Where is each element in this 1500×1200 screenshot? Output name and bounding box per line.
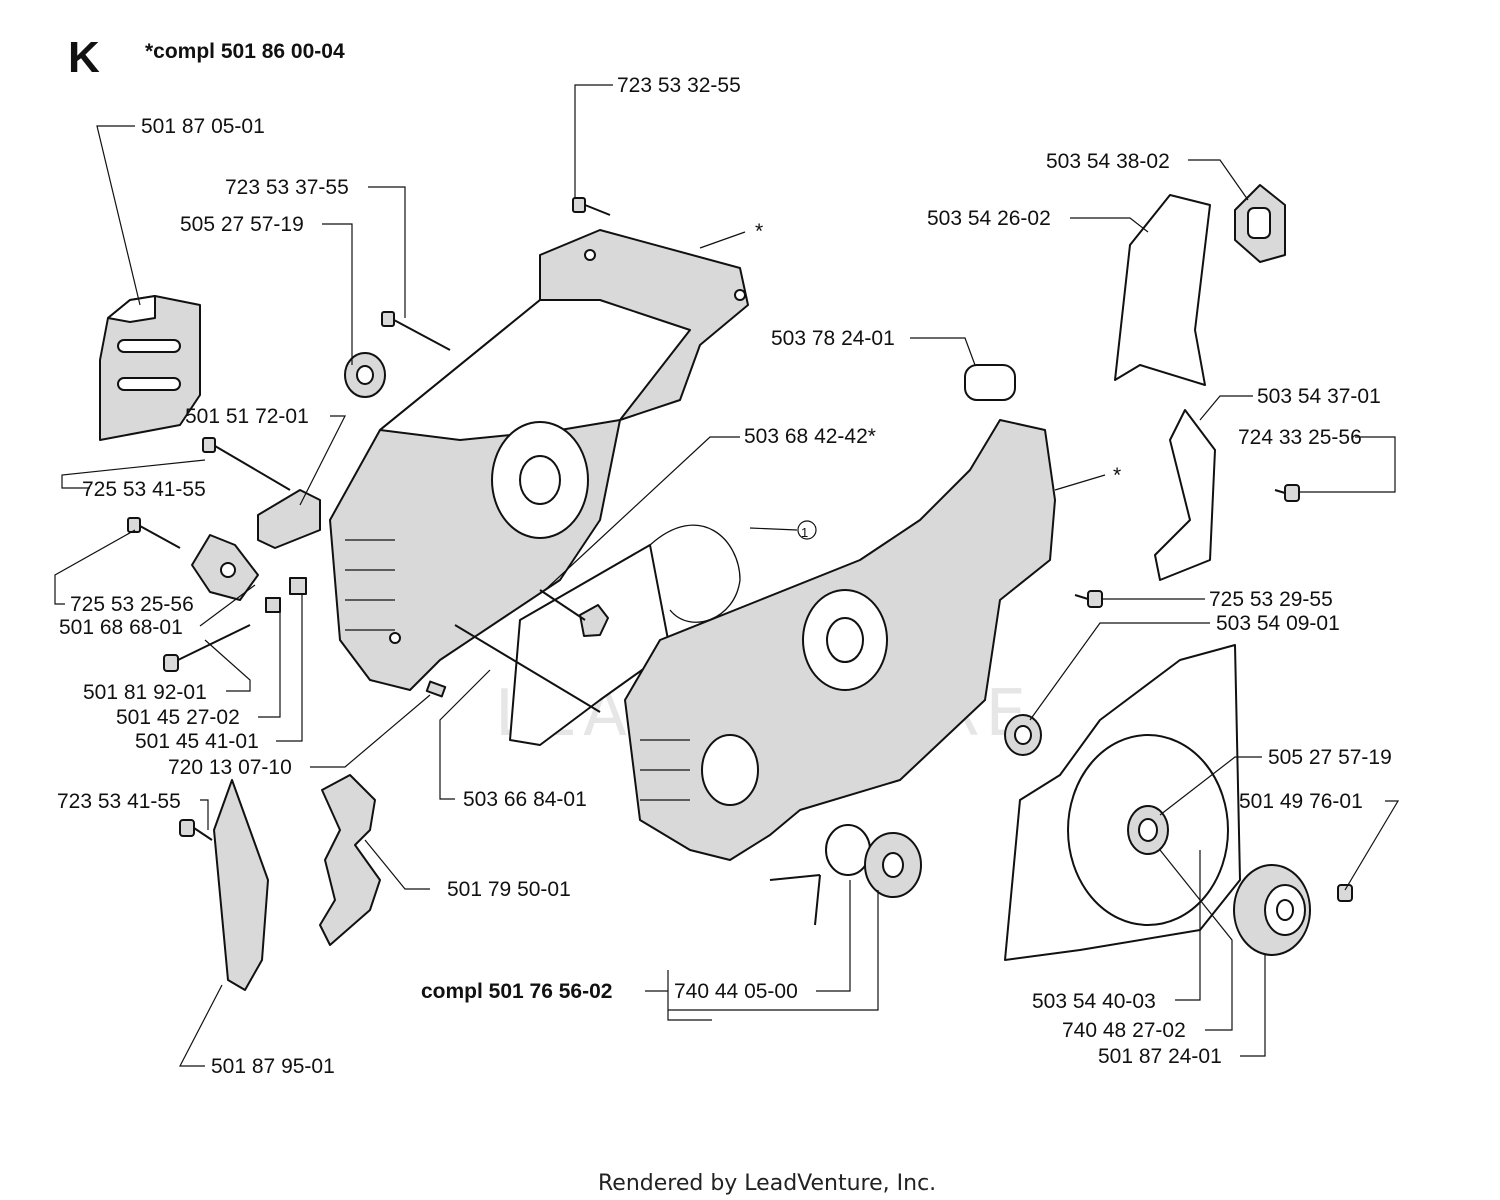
label-501-87-95-01: 501 87 95-01 [211, 1055, 335, 1078]
screw-723-53-37-55-drawing [381, 311, 451, 351]
section-letter: K [68, 33, 100, 82]
bolt-723-53-41-55-drawing [179, 819, 213, 841]
label-501-45-41-01: 501 45 41-01 [135, 730, 259, 753]
crankcase-left-drawing [329, 229, 749, 691]
chain-guard-plate-drawing [99, 295, 201, 441]
label-740-44-05-00: 740 44 05-00 [674, 980, 798, 1003]
label-501-81-92-01: 501 81 92-01 [83, 681, 207, 704]
star-mark-right-leader [1054, 474, 1106, 491]
air-duct-503-54-26-02-drawing [1114, 194, 1211, 386]
screw-725-53-29-55-drawing [1074, 590, 1103, 608]
label-compl-501-76-56-02: compl 501 76 56-02 [421, 980, 612, 1003]
label-501-87-24-01: 501 87 24-01 [1098, 1045, 1222, 1068]
label-503-68-42-42: 503 68 42-42* [744, 425, 876, 448]
screw-724-33-25-56-drawing [1274, 484, 1300, 502]
leader-lines [54, 84, 1400, 1067]
screw-723-53-32-55-drawing [572, 197, 611, 216]
bolt-725-53-41-55-drawing [202, 437, 291, 491]
label-503-54-26-02: 503 54 26-02 [927, 207, 1051, 230]
adjust-screw-501-81-92-01-drawing [163, 624, 251, 672]
label-503-78-24-01: 503 78 24-01 [771, 327, 895, 350]
bracket-501-68-68-01-drawing [191, 534, 259, 601]
tensioner-block-501-51-72-01-drawing [257, 489, 321, 549]
crankcase-right-drawing [624, 364, 1056, 861]
footer-rendered-by: Rendered by LeadVenture, Inc. [598, 1171, 936, 1196]
nut-501-45-27-02-drawing [265, 597, 281, 613]
seal-505-27-57-19-left-drawing [344, 352, 386, 398]
oil-pump-drawing [769, 824, 922, 926]
label-503-66-84-01: 503 66 84-01 [463, 788, 587, 811]
screw-725-53-25-56-drawing [127, 517, 181, 549]
star-mark-left-leader [699, 231, 746, 249]
label-740-48-27-02: 740 48 27-02 [1062, 1019, 1186, 1042]
pin-720-13-07-10-drawing [425, 680, 447, 698]
label-725-53-41-55: 725 53 41-55 [82, 478, 206, 501]
label-501-79-50-01: 501 79 50-01 [447, 878, 571, 901]
label-501-45-27-02: 501 45 27-02 [116, 706, 240, 729]
label-725-53-29-55: 725 53 29-55 [1209, 588, 1333, 611]
star-mark-right: * [1113, 464, 1121, 487]
gasket-drawing [454, 524, 741, 746]
star-mark-left: * [755, 220, 763, 243]
label-501-68-68-01: 501 68 68-01 [59, 616, 183, 639]
label-501-51-72-01: 501 51 72-01 [185, 405, 309, 428]
label-503-54-37-01: 503 54 37-01 [1257, 385, 1381, 408]
label-725-53-25-56: 725 53 25-56 [70, 593, 194, 616]
screw-501-49-76-01-drawing [1337, 884, 1353, 902]
label-724-33-25-56: 724 33 25-56 [1238, 426, 1362, 449]
pulley-501-87-24-01-drawing [1233, 864, 1311, 956]
guide-503-54-37-01-drawing [1154, 409, 1216, 581]
assembly-note: *compl 501 86 00-04 [145, 40, 345, 63]
label-503-54-09-01: 503 54 09-01 [1216, 612, 1340, 635]
plug-503-54-09-01-drawing [1004, 714, 1042, 756]
nut-501-45-41-01-drawing [289, 577, 307, 595]
label-505-27-57-19-left: 505 27 57-19 [180, 213, 304, 236]
gasket-503-54-38-02-drawing [1234, 184, 1286, 263]
label-720-13-07-10: 720 13 07-10 [168, 756, 292, 779]
label-723-53-32-55: 723 53 32-55 [617, 74, 741, 97]
callout-circle [797, 520, 817, 540]
label-723-53-41-55: 723 53 41-55 [57, 790, 181, 813]
bracket-501-79-50-01-drawing [319, 774, 381, 946]
label-503-54-38-02: 503 54 38-02 [1046, 150, 1170, 173]
label-501-49-76-01: 501 49 76-01 [1239, 790, 1363, 813]
label-505-27-57-19-right: 505 27 57-19 [1268, 746, 1392, 769]
label-503-54-40-03: 503 54 40-03 [1032, 990, 1156, 1013]
callout-circle-number: 1 [801, 525, 808, 540]
label-723-53-37-55: 723 53 37-55 [225, 176, 349, 199]
bar-plate-501-87-95-01-drawing [213, 779, 269, 991]
label-501-87-05-01: 501 87 05-01 [141, 115, 265, 138]
starter-cover-drawing [1004, 644, 1241, 961]
callout-circle-leader [749, 527, 798, 531]
